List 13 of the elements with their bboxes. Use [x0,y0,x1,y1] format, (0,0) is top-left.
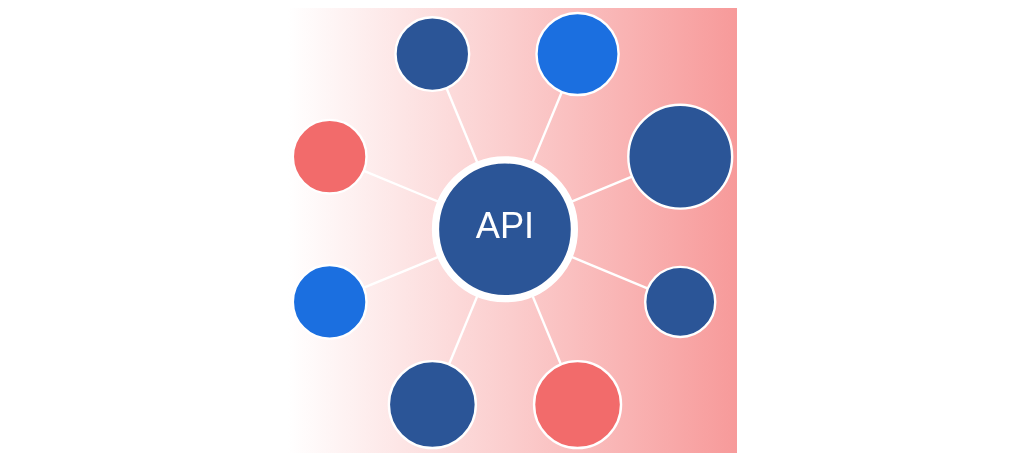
node-circle [532,359,622,450]
node-circle [387,359,477,450]
node-circle [291,263,368,340]
node-circle [626,103,733,210]
node-circle: API [431,156,578,303]
node-circle [534,11,620,97]
connector [529,293,562,365]
node-circle [643,265,716,339]
connector [362,169,441,204]
node-circle [291,118,368,195]
connector [447,293,479,365]
node-circle [393,15,470,93]
connector [362,254,441,289]
